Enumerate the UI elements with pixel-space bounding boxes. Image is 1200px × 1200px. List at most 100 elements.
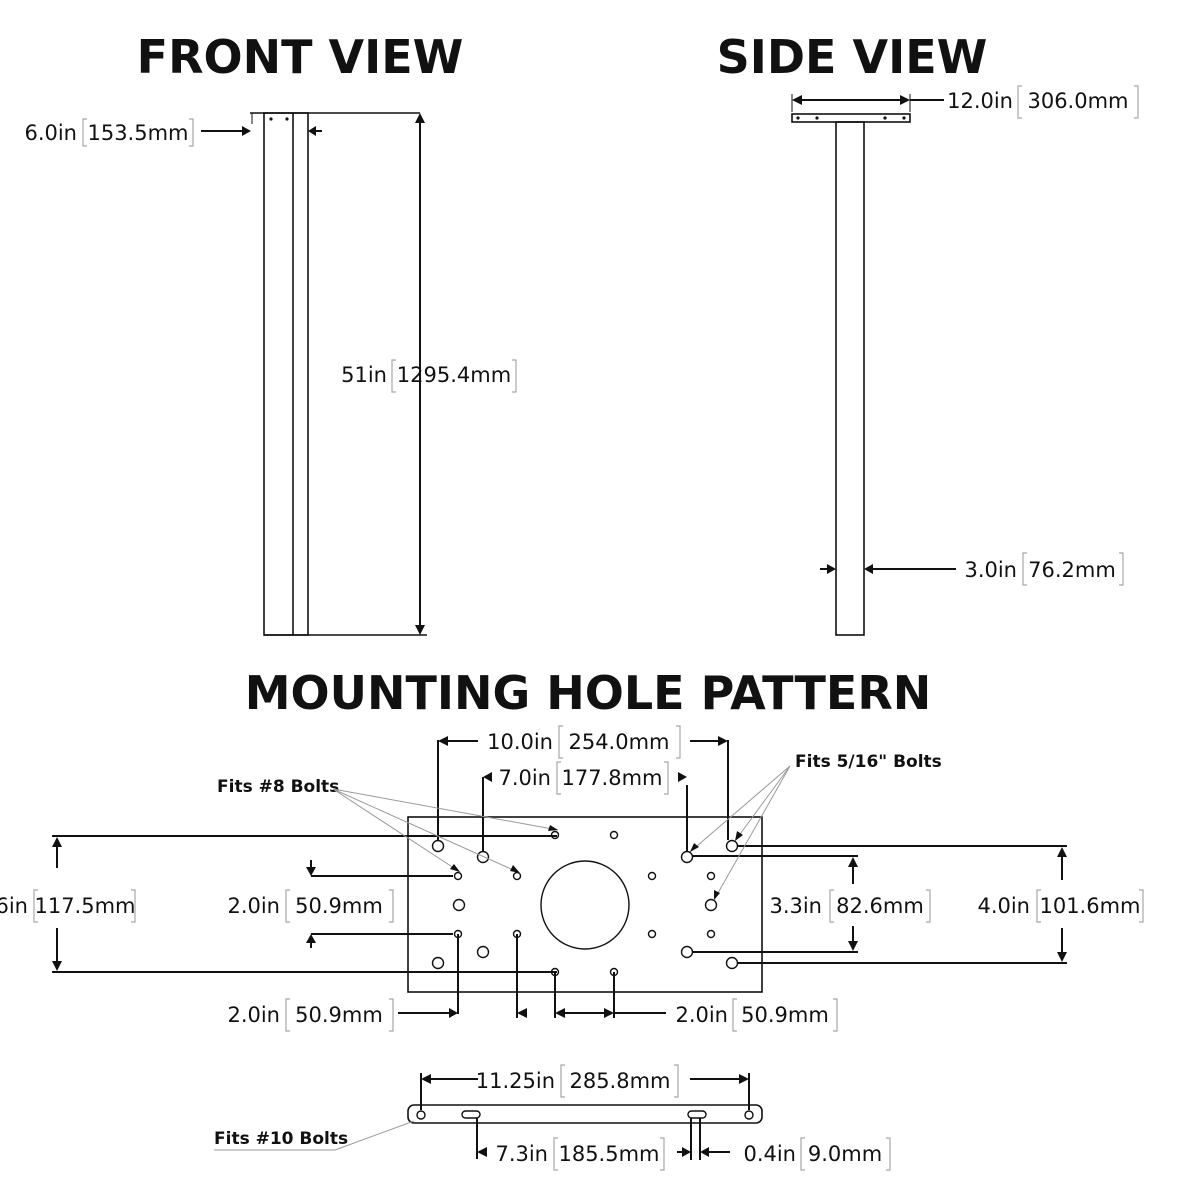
- mounting-hole-pattern: 10.0in 254.0mm 7.0in 177.8mm 4.6in 117.5…: [0, 725, 1144, 1032]
- side-post-width-in: 3.0in: [964, 558, 1017, 582]
- bottom-right-mm: 50.9mm: [741, 1003, 829, 1027]
- bottom-left-arrow: [449, 1008, 458, 1018]
- bottom-right-arrow: [604, 1008, 614, 1018]
- side-view: 12.0in 306.0mm 3.0in 76.2mm: [791, 85, 1139, 636]
- bottom-right-bracket: [732, 998, 838, 1032]
- small-hole: [453, 871, 463, 881]
- large-hole: [431, 839, 445, 853]
- small-hole: [647, 871, 657, 881]
- front-plate-bolt: [269, 117, 273, 121]
- side-post-bracket: [1022, 552, 1124, 586]
- bottom-left-bracket: [285, 998, 394, 1032]
- large-hole: [431, 956, 445, 970]
- large-hole: [680, 945, 694, 959]
- inner-spacing-arrow: [483, 772, 492, 782]
- small-hole: [647, 929, 657, 939]
- front-height-bracket: [391, 359, 517, 393]
- fits-5-16-bolts-note: Fits 5/16" Bolts: [795, 752, 942, 772]
- left-height-bracket: [33, 889, 136, 923]
- front-plate-bolt: [285, 117, 289, 121]
- small-hole: [706, 929, 716, 939]
- front-post-outline: [263, 112, 309, 636]
- medium-height-mm: 82.6mm: [836, 894, 924, 918]
- right-height-in: 4.0in: [977, 894, 1030, 918]
- outer-spacing-bracket: [558, 725, 681, 759]
- slot-spacing-in: 7.3in: [495, 1142, 548, 1166]
- fits-8-arrow: [450, 864, 460, 872]
- slot-spacing-mm: 185.5mm: [558, 1142, 659, 1166]
- large-hole: [452, 898, 466, 912]
- side-post-outline: [835, 121, 865, 636]
- outer-spacing-mm: 254.0mm: [568, 730, 669, 754]
- base-bar-slot: [687, 1110, 707, 1119]
- small-vertical-arrow: [306, 934, 316, 943]
- fits-5-16-arrow: [714, 890, 720, 900]
- fits-10-bolts-note: Fits #10 Bolts: [214, 1129, 348, 1149]
- fits-5-16-arrow: [690, 843, 699, 852]
- fits-8-arrow: [548, 825, 558, 831]
- fits-8-arrow: [510, 865, 520, 873]
- fits-8-leader: [332, 788, 521, 874]
- inner-spacing-arrow: [678, 772, 687, 782]
- fits-8-leader: [332, 788, 461, 873]
- fits-5-16-arrow: [735, 831, 743, 841]
- medium-height-arrow: [848, 941, 858, 951]
- bottom-right-arrow: [517, 1008, 527, 1018]
- base-bar: 11.25in 285.8mm 7.3in 185.5mm 0.4in 9.0m…: [214, 1064, 891, 1171]
- overall-arrow: [739, 1074, 749, 1084]
- front-height-in: 51in: [341, 363, 387, 387]
- bottom-left-mm: 50.9mm: [295, 1003, 383, 1027]
- large-hole: [725, 956, 739, 970]
- small-hole: [609, 830, 619, 840]
- front-view-heading: FRONT VIEW: [137, 30, 464, 84]
- right-height-arrow: [1057, 847, 1067, 857]
- side-post-arrow: [827, 564, 836, 574]
- inner-spacing-in: 7.0in: [498, 766, 551, 790]
- front-height-arrow: [415, 625, 425, 635]
- overall-mm: 285.8mm: [569, 1069, 670, 1093]
- overall-arrow: [421, 1074, 431, 1084]
- mounting-plate-outline: [407, 816, 763, 993]
- inner-spacing-mm: 177.8mm: [561, 766, 662, 790]
- bottom-left-in: 2.0in: [227, 1003, 280, 1027]
- small-hole: [512, 871, 522, 881]
- side-plate-arrow: [792, 95, 802, 105]
- side-plate-bolt: [883, 116, 887, 120]
- right-height-bracket: [1036, 889, 1144, 923]
- slot-spacing-bracket: [553, 1137, 665, 1171]
- side-plate-bracket: [1017, 85, 1139, 119]
- base-bar-end-hole: [416, 1110, 426, 1120]
- front-width-in: 6.0in: [24, 121, 77, 145]
- overall-in: 11.25in: [476, 1069, 555, 1093]
- fits-10-leader: [334, 1120, 415, 1151]
- side-plate-width-in: 12.0in: [947, 89, 1013, 113]
- outer-spacing-in: 10.0in: [487, 730, 553, 754]
- fits-8-bolts-note: Fits #8 Bolts: [217, 777, 339, 797]
- medium-height-arrow: [848, 857, 858, 867]
- fits-5-16-leader: [734, 765, 791, 842]
- large-hole: [725, 839, 739, 853]
- slot-width-arrow: [682, 1147, 691, 1157]
- center-cutout: [540, 860, 630, 950]
- small-hole: [706, 871, 716, 881]
- front-view: 6.0in 153.5mm 51in 1295.4mm: [24, 112, 517, 636]
- outer-spacing-arrow: [718, 736, 728, 746]
- small-vertical-arrow: [306, 867, 316, 876]
- side-post-width-mm: 76.2mm: [1028, 558, 1116, 582]
- front-height-mm: 1295.4mm: [397, 363, 511, 387]
- slot-width-in: 0.4in: [743, 1142, 796, 1166]
- large-hole: [476, 945, 490, 959]
- left-height-mm: 117.5mm: [34, 894, 135, 918]
- side-post-arrow: [864, 564, 873, 574]
- outer-spacing-arrow: [438, 736, 448, 746]
- medium-height-in: 3.3in: [769, 894, 822, 918]
- side-plate-bolt: [902, 116, 906, 120]
- base-bar-outline: [407, 1104, 763, 1124]
- large-hole: [476, 850, 490, 864]
- overall-bracket: [560, 1064, 679, 1098]
- large-hole: [680, 850, 694, 864]
- side-plate-width-mm: 306.0mm: [1027, 89, 1128, 113]
- small-vertical-mm: 50.9mm: [295, 894, 383, 918]
- side-plate-bolt: [815, 116, 819, 120]
